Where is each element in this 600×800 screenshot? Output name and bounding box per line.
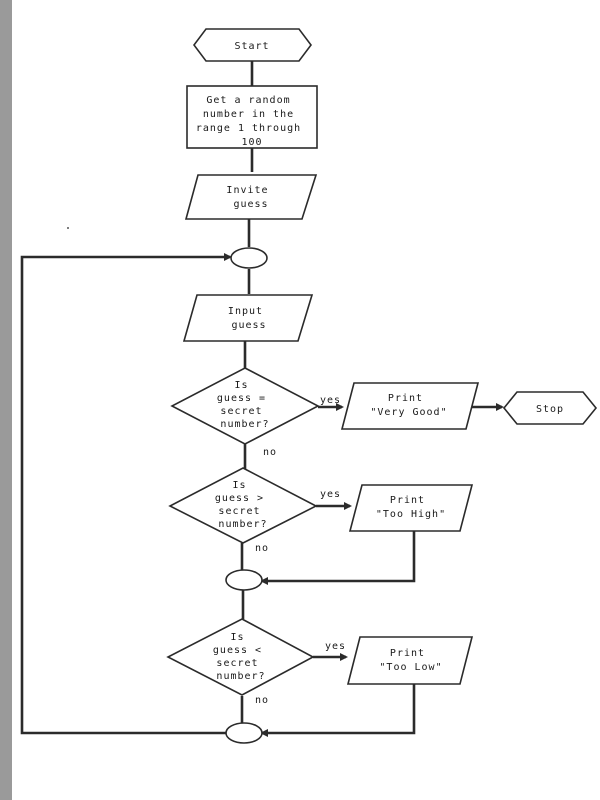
label-greater-no: no xyxy=(255,543,269,554)
decision-less-line-4: number? xyxy=(216,671,265,682)
decision-equal-line-4: number? xyxy=(220,419,269,430)
print-very-good-line-2: "Very Good" xyxy=(370,407,447,418)
io-print-too-low: Print "Too Low" xyxy=(346,636,474,685)
junction-top xyxy=(230,247,268,269)
terminal-stop: Stop xyxy=(502,391,598,425)
process-get-random-line-4: 100 xyxy=(241,137,262,148)
svg-text:Is guess < sec: Is guess < secret number? xyxy=(213,632,269,682)
svg-text:Is guess = sec: Is guess = secret number? xyxy=(217,380,273,430)
decision-equal-line-2: guess = xyxy=(217,393,266,404)
label-greater-yes: yes xyxy=(320,489,341,500)
label-less-yes: yes xyxy=(325,641,346,652)
scan-edge xyxy=(0,0,12,800)
io-input-line-1: Input xyxy=(228,306,263,317)
process-get-random: Get a random number in the range 1 throu… xyxy=(186,85,318,149)
label-equal-no: no xyxy=(263,447,277,458)
io-print-very-good: Print "Very Good" xyxy=(340,382,480,430)
print-too-high-line-2: "Too High" xyxy=(376,509,446,520)
decision-greater-line-3: secret xyxy=(218,506,260,517)
decision-greater: Is guess > secret number? xyxy=(168,467,318,544)
connector-toohigh-to-junction xyxy=(260,531,416,585)
decision-greater-line-4: number? xyxy=(218,519,267,530)
io-invite-line-1: Invite xyxy=(226,185,268,196)
decision-less: Is guess < secret number? xyxy=(166,618,315,696)
print-too-low-line-2: "Too Low" xyxy=(379,662,442,673)
connector-toolow-to-junction xyxy=(260,684,416,737)
decision-less-line-2: guess < xyxy=(213,645,262,656)
decision-equal-line-3: secret xyxy=(220,406,262,417)
svg-text:Print "Very Good": Print "Very Good" xyxy=(370,393,447,418)
decision-less-line-1: Is xyxy=(230,632,244,643)
svg-text:Invite guess: Invite guess xyxy=(226,185,275,210)
io-invite-guess: Invite guess xyxy=(184,174,318,220)
junction-bottom xyxy=(225,722,263,744)
print-very-good-line-1: Print xyxy=(388,393,423,404)
io-input-guess: Input guess xyxy=(182,294,314,342)
svg-text:Print "Too Low": Print "Too Low" xyxy=(379,648,442,673)
terminal-stop-label: Stop xyxy=(536,404,564,415)
print-too-low-line-1: Print xyxy=(390,648,425,659)
process-get-random-line-1: Get a random xyxy=(206,95,290,106)
junction-middle xyxy=(225,569,263,591)
connector-loop-back xyxy=(20,253,232,735)
connectors xyxy=(20,61,504,737)
process-get-random-line-2: number in the xyxy=(203,109,294,120)
print-too-high-line-1: Print xyxy=(390,495,425,506)
decision-greater-line-2: guess > xyxy=(215,493,264,504)
svg-text:Is guess > sec: Is guess > secret number? xyxy=(215,480,271,530)
terminal-start-label: Start xyxy=(234,41,269,52)
terminal-start: Start xyxy=(193,28,312,62)
io-input-line-2: guess xyxy=(231,320,266,331)
svg-text:Get a random number in: Get a random number in the range 1 throu… xyxy=(196,95,308,148)
decision-equal: Is guess = secret number? xyxy=(170,367,320,445)
scan-speck xyxy=(67,227,69,229)
decision-equal-line-1: Is xyxy=(234,380,248,391)
process-get-random-line-3: range 1 through xyxy=(196,123,301,134)
decision-greater-line-1: Is xyxy=(232,480,246,491)
io-print-too-high: Print "Too High" xyxy=(348,484,474,532)
decision-less-line-3: secret xyxy=(216,658,258,669)
io-invite-line-2: guess xyxy=(233,199,268,210)
label-equal-yes: yes xyxy=(320,395,341,406)
svg-text:Input guess: Input guess xyxy=(228,306,270,331)
label-less-no: no xyxy=(255,695,269,706)
svg-text:Print "Too High": Print "Too High" xyxy=(376,495,446,520)
